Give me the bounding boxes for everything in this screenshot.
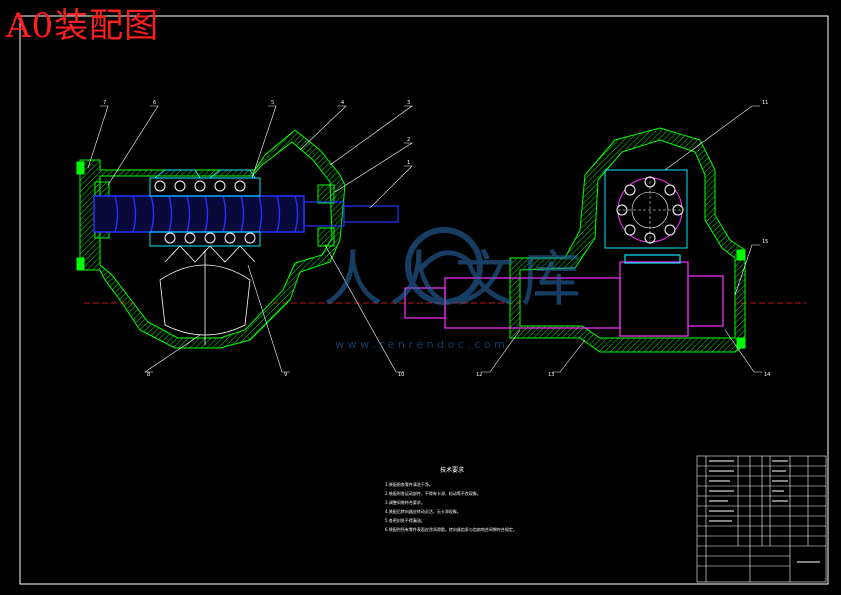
leader-lines [87,105,762,373]
callout-12: 12 [476,372,482,378]
watermark-logo-icon [405,227,483,305]
page-title: A0装配图 [6,6,160,46]
notes-line-4: 4.装配后转向器应转动灵活，无卡滞现象。 [385,508,461,514]
callout-6: 6 [153,100,156,106]
callout-5: 5 [271,100,274,106]
drawing-frame [19,15,829,585]
watermark: 人人文库 w w w . r e n r e n d o c . c o m [323,227,587,351]
watermark-text: 人人文库 [323,245,587,315]
notes-heading: 技术要求 [440,466,464,474]
technical-notes: 技术要求 1.装配前各零件清洗干净。 2.装配时各运动部件，不得有卡滞、松动等不… [385,466,517,532]
screw-shaft [93,195,399,233]
callout-13: 13 [548,372,554,378]
callout-1: 1 [407,160,410,166]
right-housing [509,127,746,353]
bearing-block [604,169,688,249]
ball-nut [149,169,261,247]
notes-line-2: 2.装配时各运动部件，不得有卡滞、松动等不良现象。 [385,490,481,496]
output-shaft [404,254,724,337]
callout-15: 15 [762,239,768,245]
notes-line-3: 3.调整间隙符合要求。 [385,499,425,505]
title-block [696,455,827,583]
notes-line-5: 5.各密封处不得漏油。 [385,517,425,523]
callout-7: 7 [103,100,106,106]
callout-8: 8 [147,372,150,378]
callout-4: 4 [341,100,344,106]
watermark-url: w w w . r e n r e n d o c . c o m [335,338,505,351]
notes-line-6: 6.装配时所有零件表面应涂润滑脂，转向器齿条与齿扇啮合间隙符合规定。 [385,526,517,532]
balls [154,180,256,244]
callout-3: 3 [407,100,410,106]
callout-11: 11 [762,100,768,106]
callout-14: 14 [764,372,770,378]
callout-9: 9 [284,372,287,378]
callout-10: 10 [398,372,404,378]
notes-line-1: 1.装配前各零件清洗干净。 [385,481,433,487]
callout-2: 2 [407,137,410,143]
sector-gear [159,245,256,345]
